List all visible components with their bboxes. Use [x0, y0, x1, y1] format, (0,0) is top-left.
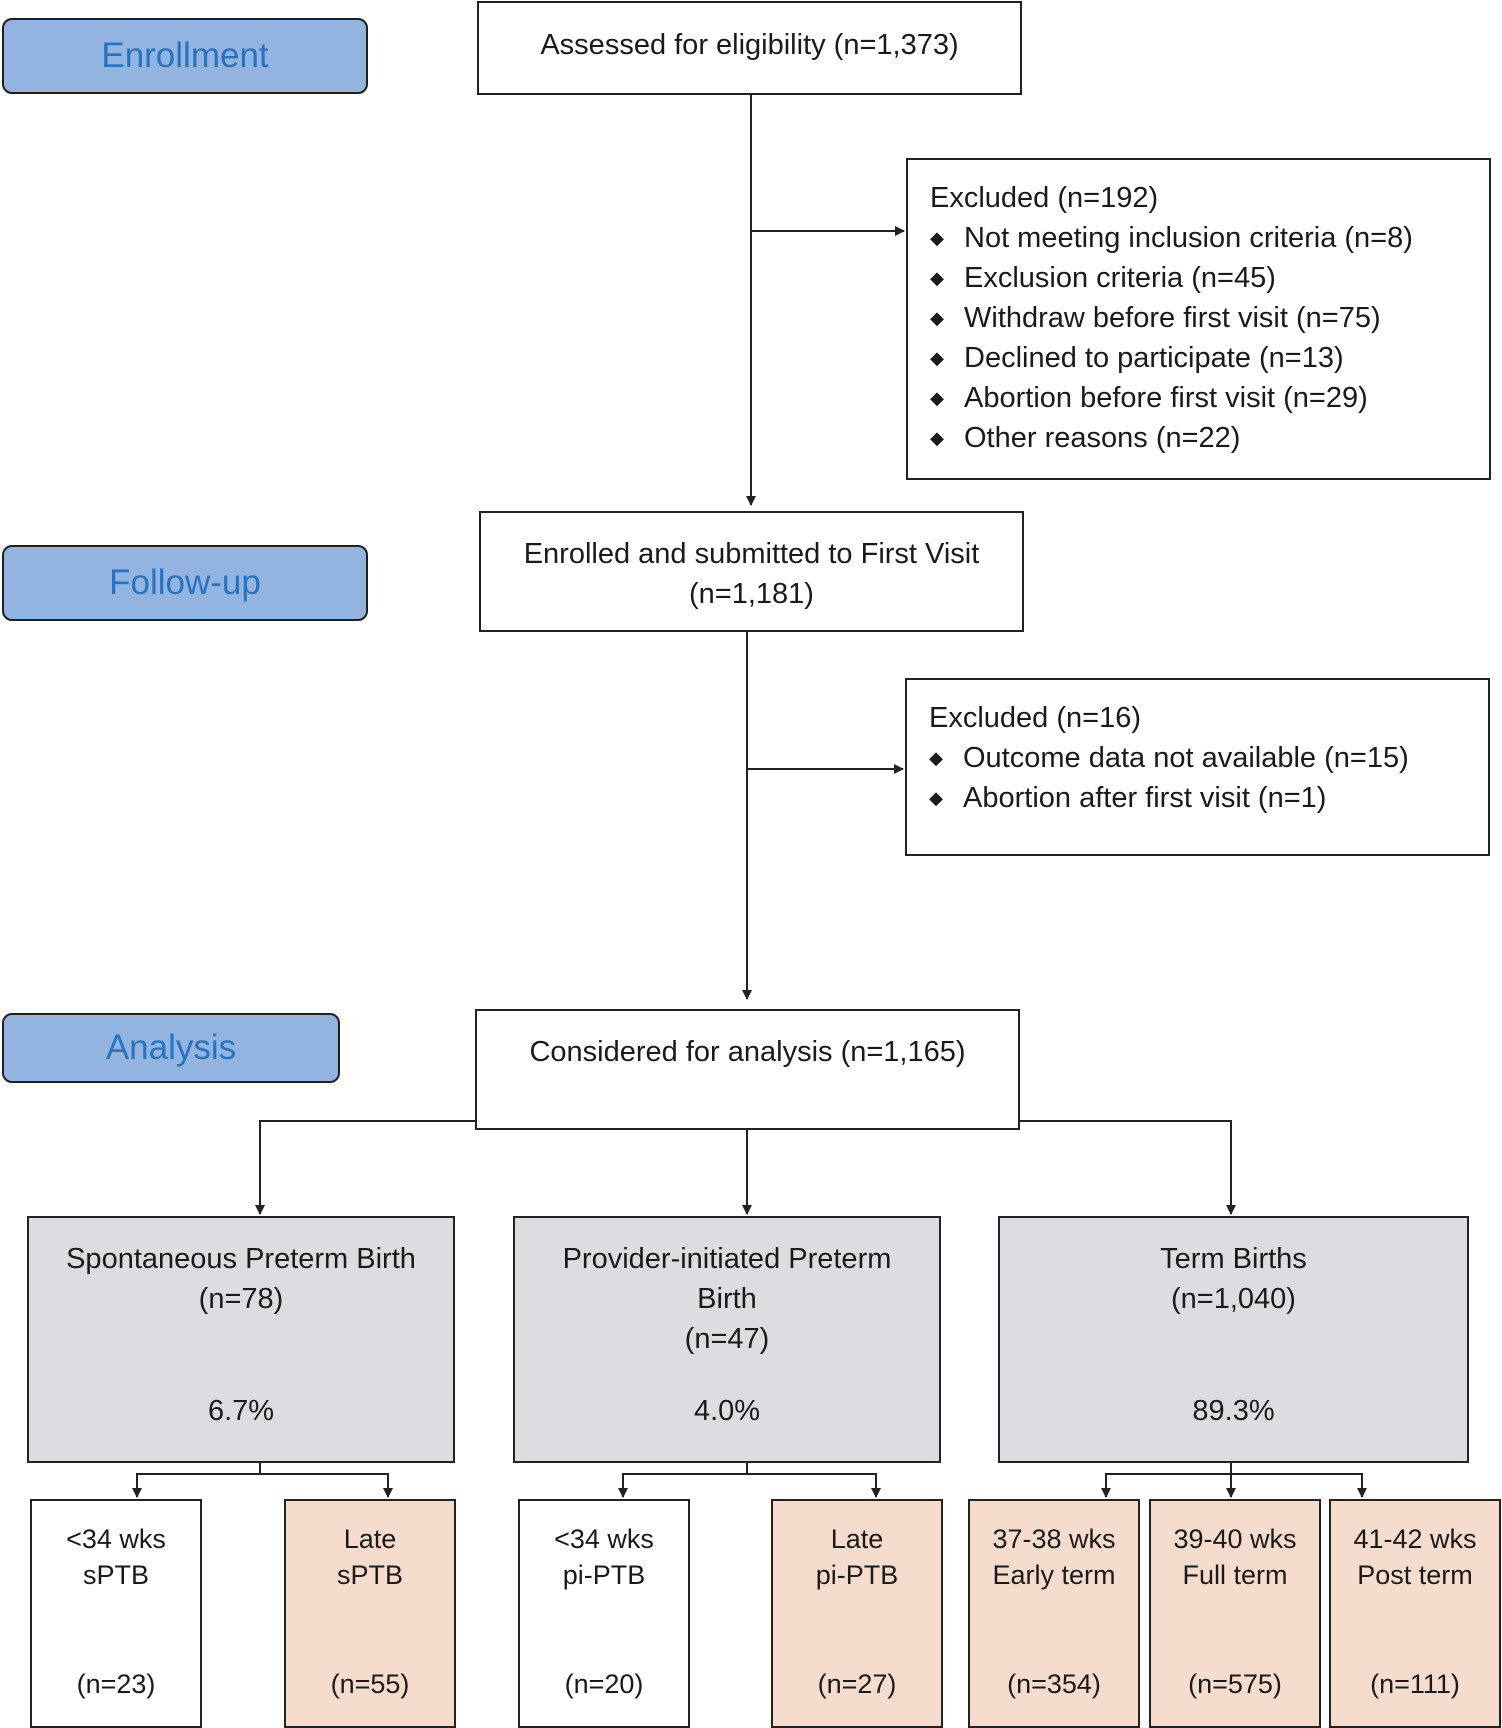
enrolled-line-2: (n=1,181) [689, 578, 814, 610]
diamond-bullet-icon: ◆ [930, 268, 944, 288]
leaf-line-2: pi-PTB [815, 1560, 899, 1590]
leaf-count: (n=575) [1188, 1669, 1282, 1699]
list-item: ◆ Abortion after first visit (n=1) [929, 778, 1488, 818]
diamond-bullet-icon: ◆ [930, 428, 944, 448]
group-count: (n=1,040) [1171, 1283, 1296, 1315]
group-spontaneous-preterm: Spontaneous Preterm Birth (n=78) 6.7% [27, 1216, 455, 1463]
list-item-text: Other reasons (n=22) [964, 422, 1241, 454]
group-count: (n=47) [684, 1323, 770, 1355]
leaf-early-term: 37-38 wks Early term (n=354) [968, 1499, 1140, 1728]
leaf-post-term: 41-42 wks Post term (n=111) [1329, 1499, 1501, 1728]
arrow-to-leaf-1 [132, 1473, 389, 1498]
excluded-initial-list: ◆ Not meeting inclusion criteria (n=8) ◆ E… [930, 218, 1489, 458]
list-item: ◆ Declined to participate (n=13) [930, 338, 1489, 378]
leaf-line-1: 37-38 wks [992, 1524, 1116, 1554]
leaf-line-2: Early term [992, 1560, 1116, 1590]
leaf-full-term: 39-40 wks Full term (n=575) [1149, 1499, 1321, 1728]
arrow-to-leaf-5 [1101, 1473, 1231, 1498]
list-item-text: Abortion before first visit (n=29) [964, 382, 1368, 414]
arrow-to-leaf-3 [618, 1473, 747, 1498]
list-item: ◆ Withdraw before first visit (n=75) [930, 298, 1489, 338]
group-term-births: Term Births (n=1,040) 89.3% [998, 1216, 1469, 1463]
list-item-text: Exclusion criteria (n=45) [964, 262, 1276, 294]
arrow-to-leaf-7 [1231, 1473, 1367, 1498]
group-title: Provider-initiated Preterm [562, 1243, 892, 1275]
leaf-line-2: sPTB [336, 1560, 403, 1590]
box-assessed: Assessed for eligibility (n=1,373) [477, 1, 1022, 95]
diamond-bullet-icon: ◆ [930, 308, 944, 328]
group-title-cont: Birth [697, 1283, 757, 1315]
leaf-line-2: sPTB [82, 1560, 149, 1590]
group-percent: 6.7% [207, 1395, 275, 1427]
leaf-line-1: 41-42 wks [1353, 1524, 1477, 1554]
leaf-early-sptb: <34 wks sPTB (n=23) [30, 1499, 202, 1728]
diamond-bullet-icon: ◆ [930, 388, 944, 408]
leaf-line-1: <34 wks [66, 1524, 166, 1554]
list-item-text: Withdraw before first visit (n=75) [964, 302, 1381, 334]
considered-text: Considered for analysis (n=1,165) [529, 1036, 966, 1068]
leaf-early-pi-ptb: <34 wks pi-PTB (n=20) [518, 1499, 690, 1728]
leaf-line-2: Full term [1182, 1560, 1288, 1590]
leaf-count: (n=23) [76, 1669, 156, 1699]
leaf-count: (n=111) [1370, 1669, 1460, 1699]
list-item-text: Abortion after first visit (n=1) [963, 782, 1327, 814]
stage-label-analysis-text: Analysis [105, 1028, 237, 1067]
leaf-line-1: Late [343, 1524, 397, 1554]
arrow-to-group-spontaneous [255, 1120, 475, 1215]
group-percent: 4.0% [693, 1395, 761, 1427]
leaf-count: (n=55) [330, 1669, 410, 1699]
box-excluded-initial: Excluded (n=192) ◆ Not meeting inclusion … [906, 158, 1491, 480]
leaf-line-2: pi-PTB [562, 1560, 646, 1590]
leaf-count: (n=20) [564, 1669, 644, 1699]
stage-label-enrollment-text: Enrollment [101, 36, 269, 75]
diamond-bullet-icon: ◆ [929, 748, 943, 768]
leaf-count: (n=27) [817, 1669, 897, 1699]
list-item-text: Not meeting inclusion criteria (n=8) [964, 222, 1413, 254]
leaf-line-2: Post term [1357, 1560, 1473, 1590]
leaf-line-1: 39-40 wks [1173, 1524, 1297, 1554]
group-title: Term Births [1160, 1243, 1307, 1275]
group-count: (n=78) [198, 1283, 284, 1315]
leaf-line-1: <34 wks [554, 1524, 654, 1554]
list-item: ◆ Other reasons (n=22) [930, 418, 1489, 458]
excluded-initial-title: Excluded (n=192) [930, 182, 1159, 214]
list-item: ◆ Abortion before first visit (n=29) [930, 378, 1489, 418]
list-item: ◆ Outcome data not available (n=15) [929, 738, 1488, 778]
box-enrolled: Enrolled and submitted to First Visit (n… [479, 511, 1024, 632]
diamond-bullet-icon: ◆ [929, 788, 943, 808]
arrow-to-leaf-4 [747, 1473, 881, 1498]
leaf-line-1: Late [830, 1524, 884, 1554]
arrow-to-leaf-2 [260, 1473, 393, 1498]
list-item: ◆ Not meeting inclusion criteria (n=8) [930, 218, 1489, 258]
diamond-bullet-icon: ◆ [930, 228, 944, 248]
stage-label-enrollment: Enrollment [2, 18, 368, 94]
excluded-followup-title: Excluded (n=16) [929, 702, 1141, 734]
list-item-text: Outcome data not available (n=15) [963, 742, 1409, 774]
box-excluded-followup: Excluded (n=16) ◆ Outcome data not availa… [905, 678, 1490, 856]
leaf-count: (n=354) [1007, 1669, 1101, 1699]
stage-label-analysis: Analysis [2, 1013, 340, 1083]
stage-label-follow-up: Follow-up [2, 545, 368, 621]
leaf-late-sptb: Late sPTB (n=55) [284, 1499, 456, 1728]
stage-label-follow-up-text: Follow-up [109, 563, 261, 602]
group-percent: 89.3% [1192, 1395, 1275, 1427]
excluded-followup-list: ◆ Outcome data not available (n=15) ◆ Abor… [929, 738, 1488, 818]
diamond-bullet-icon: ◆ [930, 348, 944, 368]
group-provider-preterm: Provider-initiated Preterm Birth (n=47) … [513, 1216, 941, 1463]
enrolled-line-1: Enrolled and submitted to First Visit [523, 538, 980, 570]
box-considered: Considered for analysis (n=1,165) [475, 1009, 1020, 1130]
assessed-text: Assessed for eligibility (n=1,373) [540, 29, 959, 61]
list-item: ◆ Exclusion criteria (n=45) [930, 258, 1489, 298]
leaf-late-pi-ptb: Late pi-PTB (n=27) [771, 1499, 943, 1728]
list-item-text: Declined to participate (n=13) [964, 342, 1344, 374]
arrow-to-group-term [1018, 1120, 1236, 1215]
group-title: Spontaneous Preterm Birth [66, 1243, 416, 1275]
